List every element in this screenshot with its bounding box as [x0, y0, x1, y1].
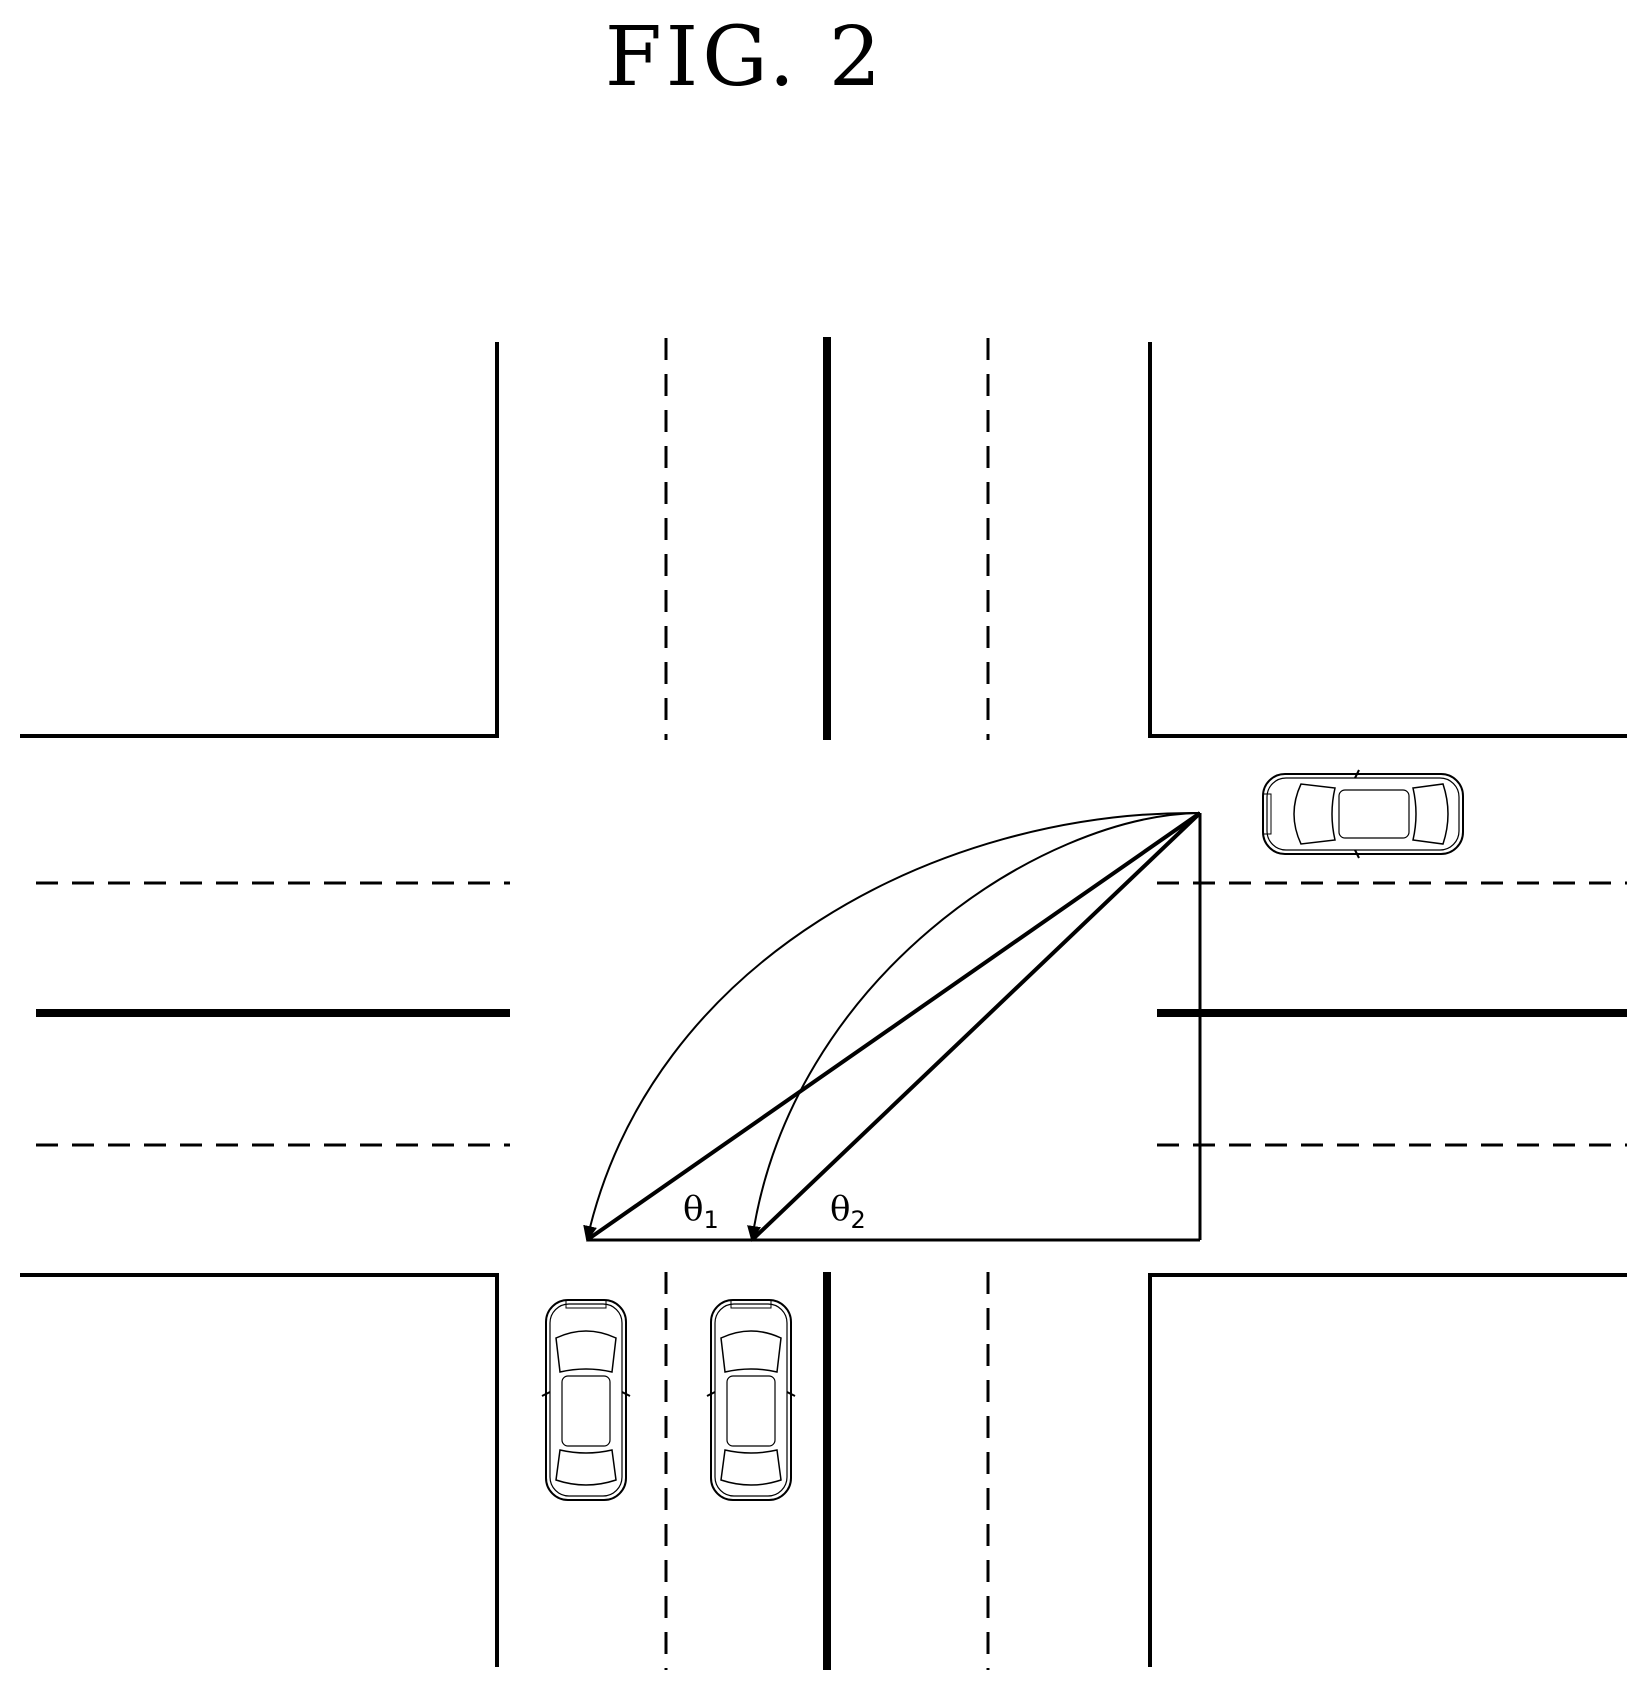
lane-dividers — [36, 338, 1627, 1670]
sight-line-1 — [587, 813, 1200, 1240]
sight-line-2 — [752, 813, 1200, 1240]
angle-label-theta2: θ2 — [830, 1189, 866, 1234]
car-south-lane-right — [707, 1300, 795, 1500]
curb-top-right — [1150, 342, 1627, 736]
sight-lines — [587, 813, 1200, 1240]
curb-bottom-right — [1150, 1275, 1627, 1667]
angle-label-theta1: θ1 — [683, 1189, 719, 1234]
car-east-lane — [1263, 770, 1463, 858]
curb-bottom-left — [20, 1275, 497, 1667]
center-lines — [36, 337, 1627, 1670]
curb-top-left — [20, 342, 497, 736]
car-south-lane-left — [542, 1300, 630, 1500]
